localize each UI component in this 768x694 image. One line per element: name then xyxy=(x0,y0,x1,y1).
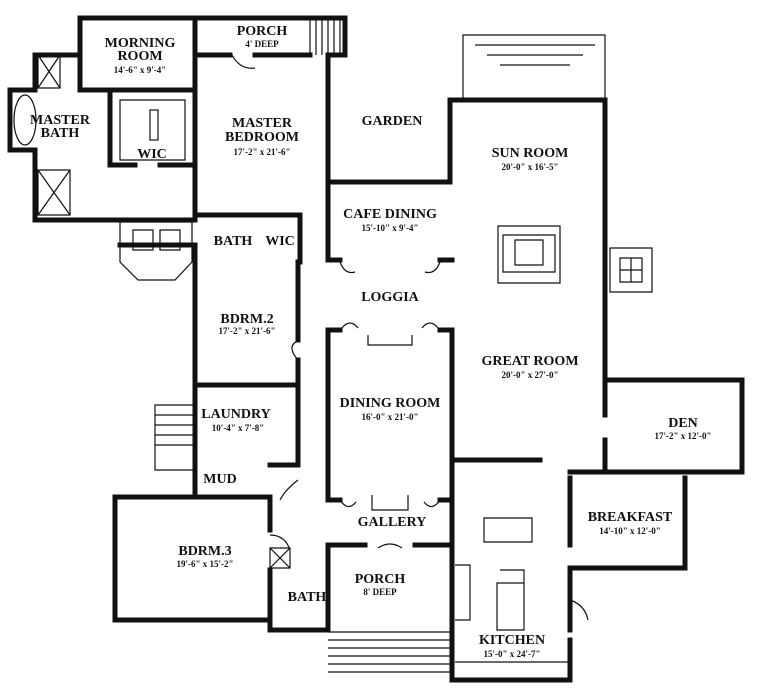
master-bath-label: MASTER xyxy=(30,113,91,128)
room-labels: MORNING ROOM 14'-6" x 9'-4" PORCH 4' DEE… xyxy=(30,24,711,659)
bath-3-label: BATH xyxy=(288,590,327,605)
wic-master-label: WIC xyxy=(137,147,167,162)
garden-label: GARDEN xyxy=(362,114,423,129)
morning-room-label: MORNING xyxy=(105,36,176,51)
loggia-label: LOGGIA xyxy=(361,290,419,305)
den-label: DEN xyxy=(668,416,698,431)
porch-bottom-dims: 8' DEEP xyxy=(363,587,397,597)
porch-bottom-label: PORCH xyxy=(355,572,406,587)
bdrm-2-dims: 17'-2" x 21'-6" xyxy=(219,326,276,336)
master-bedroom-label-2: BEDROOM xyxy=(225,130,299,145)
mud-label: MUD xyxy=(203,472,236,487)
breakfast-label: BREAKFAST xyxy=(588,510,673,525)
master-bedroom-dims: 17'-2" x 21'-6" xyxy=(234,147,291,157)
porch-top-label: PORCH xyxy=(237,24,288,39)
master-bedroom-label: MASTER xyxy=(232,116,293,131)
laundry-dims: 10'-4" x 7'-8" xyxy=(212,423,265,433)
gallery-label: GALLERY xyxy=(358,515,427,530)
breakfast-dims: 14'-10" x 12'-0" xyxy=(599,526,661,536)
walls xyxy=(7,15,745,683)
dining-room-label: DINING ROOM xyxy=(340,396,441,411)
bdrm-3-label: BDRM.3 xyxy=(178,544,231,559)
cafe-dining-label: CAFE DINING xyxy=(343,207,437,222)
bdrm-2-label: BDRM.2 xyxy=(220,312,273,327)
morning-room-label-2: ROOM xyxy=(117,49,162,64)
den-dims: 17'-2" x 12'-0" xyxy=(655,431,712,441)
kitchen-label: KITCHEN xyxy=(479,633,545,648)
wic-2-label: WIC xyxy=(265,234,295,249)
great-room-label: GREAT ROOM xyxy=(481,354,578,369)
dining-room-dims: 16'-0" x 21'-0" xyxy=(362,412,419,422)
bath-2-label: BATH xyxy=(214,234,253,249)
master-bath-label-2: BATH xyxy=(41,126,80,141)
fixtures xyxy=(13,20,653,673)
sun-room-dims: 20'-0" x 16'-5" xyxy=(502,162,559,172)
great-room-dims: 20'-0" x 27'-0" xyxy=(502,370,559,380)
porch-top-dims: 4' DEEP xyxy=(245,39,279,49)
cafe-dining-dims: 15'-10" x 9'-4" xyxy=(362,223,419,233)
morning-room-dims: 14'-6" x 9'-4" xyxy=(114,65,167,75)
bdrm-3-dims: 19'-6" x 15'-2" xyxy=(177,559,234,569)
laundry-label: LAUNDRY xyxy=(201,407,271,422)
kitchen-dims: 15'-0" x 24'-7" xyxy=(484,649,541,659)
sun-room-label: SUN ROOM xyxy=(492,146,569,161)
